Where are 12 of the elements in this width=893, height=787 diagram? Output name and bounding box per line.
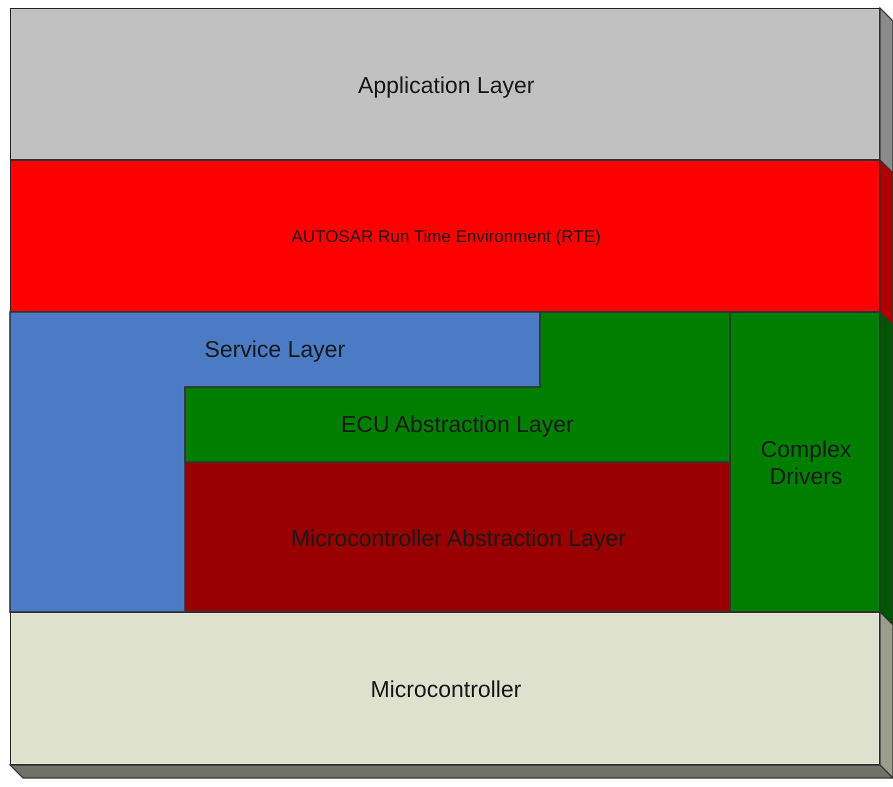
layer-band <box>10 612 880 765</box>
layer-label: Microcontroller Abstraction Layer <box>291 524 626 552</box>
layer-label: Microcontroller <box>370 676 522 703</box>
layer-label: Application Layer <box>358 72 534 98</box>
layer-band <box>185 462 730 612</box>
layer-band <box>10 8 880 160</box>
layer-band <box>730 312 880 612</box>
layer-label: Service Layer <box>204 336 346 363</box>
layer-band <box>10 160 880 312</box>
layer-label: ECU Abstraction Layer <box>341 411 574 438</box>
layer-label: AUTOSAR Run Time Environment (RTE) <box>292 227 601 247</box>
layer-label: Complex Drivers <box>760 436 852 490</box>
